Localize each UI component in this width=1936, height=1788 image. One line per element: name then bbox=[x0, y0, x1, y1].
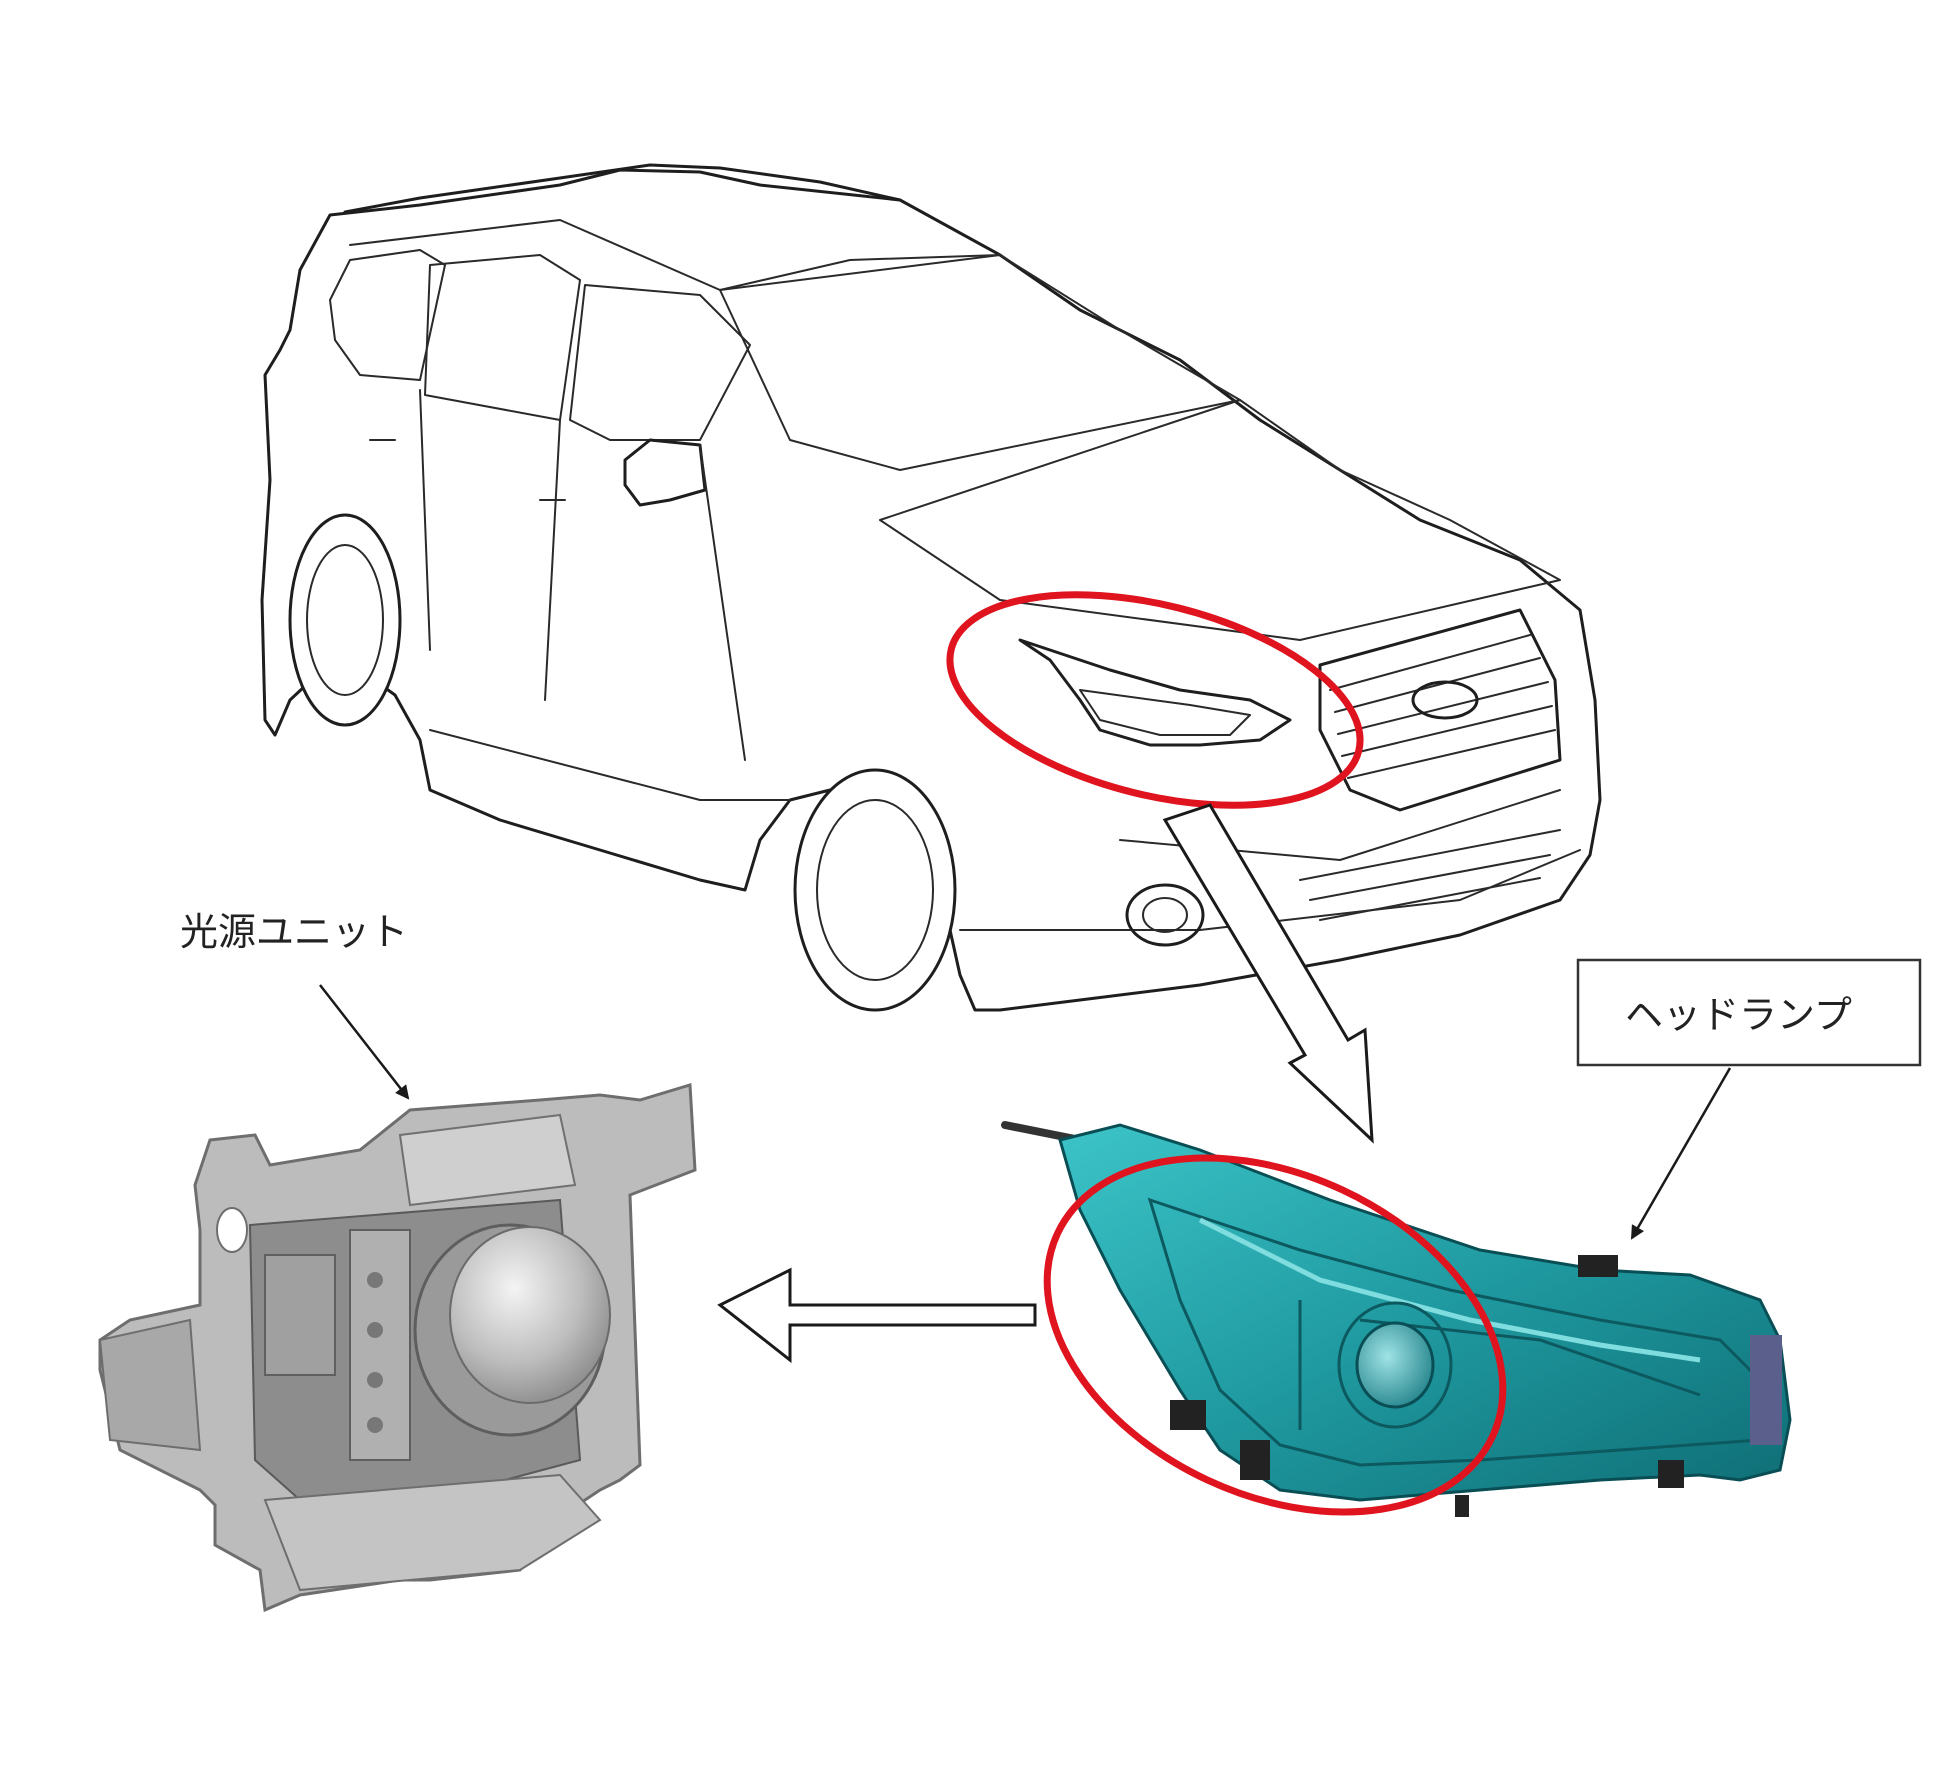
car-front-door-window bbox=[569, 284, 751, 441]
headlamp-mount-1 bbox=[1170, 1400, 1206, 1430]
car-lower-cladding bbox=[429, 729, 1581, 931]
car-rear-window bbox=[329, 249, 446, 381]
car-bumper bbox=[1119, 789, 1561, 921]
car-fog-lamp bbox=[1125, 883, 1205, 947]
unit-base bbox=[263, 1473, 602, 1592]
arrow-headlamp-to-unit bbox=[717, 1267, 1037, 1364]
car-front-wheel-rim bbox=[816, 799, 934, 981]
car-headlamp-inner bbox=[1079, 689, 1251, 736]
car-fog-lamp-inner bbox=[1142, 897, 1188, 933]
light-source-unit-illustration bbox=[98, 1083, 697, 1613]
car-drawing bbox=[260, 163, 1602, 1012]
light-source-unit-leader bbox=[319, 984, 410, 1100]
car-emblem bbox=[1411, 680, 1479, 720]
headlamp-lower-strip bbox=[1298, 1300, 1701, 1430]
unit-bolt-2 bbox=[367, 1322, 383, 1338]
unit-mechanism-left bbox=[264, 1254, 336, 1376]
car-front-wheel bbox=[793, 768, 957, 1012]
car-windshield bbox=[719, 254, 1241, 471]
light-source-unit-label: 光源ユニット bbox=[180, 910, 408, 954]
car-rear-door-window bbox=[424, 254, 581, 421]
unit-mount-hole bbox=[216, 1207, 248, 1253]
car-hood bbox=[879, 399, 1561, 641]
unit-left-arm bbox=[98, 1318, 202, 1452]
car-door-lines bbox=[419, 389, 746, 761]
unit-bolt-3 bbox=[367, 1372, 383, 1388]
headlamp-projector-lens bbox=[1355, 1321, 1435, 1409]
car-door-handles bbox=[369, 439, 566, 501]
car-roof-rail bbox=[343, 163, 902, 214]
headlamp-bezel bbox=[1147, 1197, 1762, 1467]
car-body-outline bbox=[260, 168, 1602, 1012]
unit-bolt-1 bbox=[367, 1272, 383, 1288]
headlamp-unit-highlight-ring bbox=[1043, 1154, 1507, 1516]
car-roof-line bbox=[349, 219, 1001, 291]
unit-top-bracket bbox=[398, 1113, 577, 1207]
headlamp-illustration bbox=[1001, 1121, 1792, 1517]
headlamp-leader bbox=[1630, 1067, 1732, 1240]
headlamp-projector-ring bbox=[1337, 1301, 1453, 1429]
headlamp-top-clip bbox=[1578, 1255, 1618, 1277]
car-headlamp-highlight-ring bbox=[946, 591, 1364, 809]
car-headlamp-outline bbox=[1018, 638, 1292, 747]
car-side-mirror bbox=[623, 438, 707, 507]
arrow-car-to-headlamp bbox=[1162, 803, 1374, 1144]
car-grille-outline bbox=[1318, 608, 1562, 812]
headlamp-side-connector bbox=[1750, 1335, 1782, 1445]
headlamp-bottom-tab bbox=[1455, 1495, 1469, 1517]
headlamp-mount-3 bbox=[1658, 1460, 1684, 1488]
car-rear-wheel-rim bbox=[306, 544, 384, 696]
unit-bolt-4 bbox=[367, 1417, 383, 1433]
headlamp-mount-2 bbox=[1240, 1440, 1270, 1480]
headlamp-label-box bbox=[1576, 958, 1922, 1067]
headlamp-drl-strip bbox=[1198, 1217, 1701, 1363]
car-grille-bars bbox=[1329, 634, 1556, 779]
headlamp-label: ヘッドランプ bbox=[1625, 993, 1852, 1037]
unit-projector-lens bbox=[449, 1226, 611, 1404]
